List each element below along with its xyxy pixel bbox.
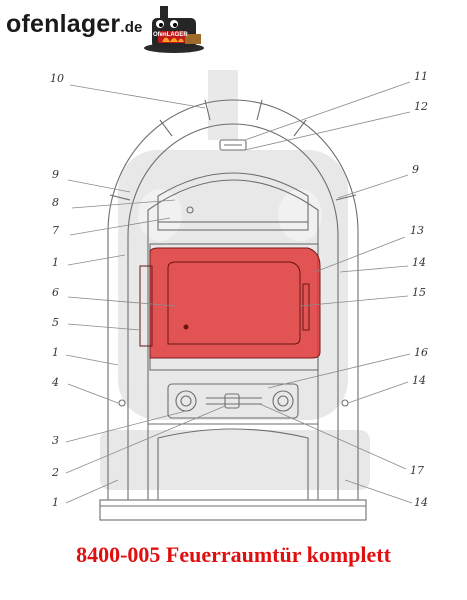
firebox-door-highlight[interactable] (139, 247, 321, 359)
callout-14: 14 (414, 496, 428, 509)
callout-5: 5 (52, 316, 59, 329)
callout-10: 10 (50, 72, 64, 85)
callout-17: 17 (410, 464, 424, 477)
site-logo[interactable]: ofenlager.de OfenLAGER (6, 4, 216, 53)
callout-4: 4 (51, 376, 59, 389)
callout-13: 13 (410, 224, 424, 237)
callout-15: 15 (412, 286, 426, 299)
callout-7: 7 (52, 224, 59, 237)
callout-2: 2 (51, 466, 59, 479)
logo-badge: OfenLAGER (153, 32, 188, 38)
logo-wordmark: ofenlager.de (6, 10, 143, 38)
callout-8: 8 (52, 196, 59, 209)
stove-mascot-icon (144, 6, 204, 53)
callout-16: 16 (414, 346, 428, 359)
callout-1: 1 (52, 256, 59, 269)
callout-14: 14 (412, 374, 426, 387)
leader-lines (65, 81, 413, 504)
part-caption: 8400-005 Feuerraumtür komplett (76, 542, 391, 567)
callout-numbers: 10 11 12 9 9 8 7 13 1 14 6 15 5 16 1 4 1… (50, 70, 428, 509)
callout-14: 14 (412, 256, 426, 269)
callout-1: 1 (52, 346, 59, 359)
callout-9: 9 (52, 168, 59, 181)
callout-12: 12 (414, 100, 428, 113)
callout-1: 1 (52, 496, 59, 509)
callout-3: 3 (52, 434, 59, 447)
callout-9: 9 (412, 163, 419, 176)
callout-11: 11 (414, 70, 428, 83)
callout-6: 6 (52, 286, 59, 299)
